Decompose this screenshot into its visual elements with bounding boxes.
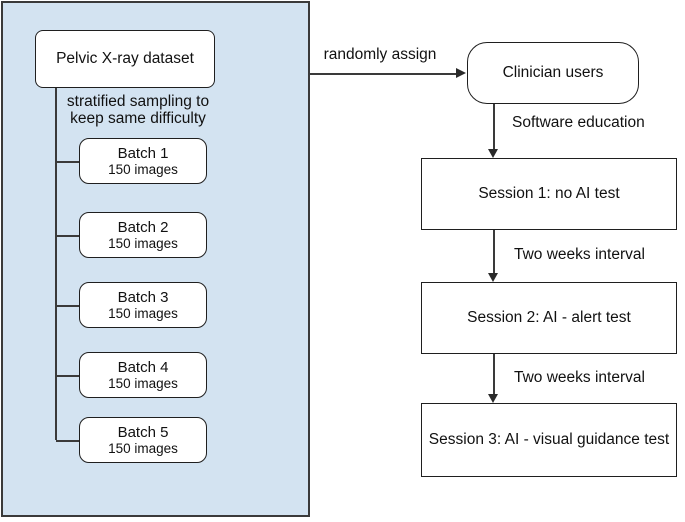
- sampling-note-line2: keep same difficulty: [70, 110, 206, 127]
- tree-stub-line-2: [56, 235, 80, 237]
- tree-stub-line-5: [56, 440, 80, 442]
- session-1-label: Session 1: no AI test: [478, 185, 620, 203]
- flow-arrow-line-2: [493, 230, 495, 274]
- tree-trunk-line: [55, 88, 57, 440]
- flow-arrow-line-1: [493, 104, 495, 150]
- flow-arrowhead-3-icon: [488, 394, 498, 403]
- batch-name: Batch 5: [117, 423, 169, 441]
- batch-box-4: Batch 4 150 images: [79, 352, 207, 398]
- batch-name: Batch 1: [117, 144, 169, 162]
- batch-box-3: Batch 3 150 images: [79, 282, 207, 328]
- batch-box-5: Batch 5 150 images: [79, 417, 207, 463]
- session-3-label: Session 3: AI - visual guidance test: [428, 431, 670, 449]
- batch-count: 150 images: [108, 440, 178, 456]
- session-1-box: Session 1: no AI test: [421, 158, 677, 230]
- batch-count: 150 images: [108, 235, 178, 251]
- flow-arrow-label-1: Software education: [512, 114, 645, 131]
- dataset-box: Pelvic X-ray dataset: [35, 30, 215, 88]
- flow-arrowhead-2-icon: [488, 273, 498, 282]
- dataset-label: Pelvic X-ray dataset: [56, 50, 194, 68]
- sampling-note: stratified sampling to keep same difficu…: [40, 93, 236, 127]
- batch-count: 150 images: [108, 305, 178, 321]
- tree-stub-line-4: [56, 375, 80, 377]
- flow-arrowhead-1-icon: [488, 149, 498, 158]
- sampling-note-line1: stratified sampling to: [66, 93, 210, 110]
- tree-stub-line-3: [56, 305, 80, 307]
- batch-name: Batch 2: [117, 218, 169, 236]
- session-2-box: Session 2: AI - alert test: [421, 282, 677, 354]
- flow-arrow-line-3: [493, 354, 495, 395]
- assign-arrowhead-icon: [456, 68, 466, 78]
- batch-box-1: Batch 1 150 images: [79, 138, 207, 184]
- batch-name: Batch 4: [117, 358, 169, 376]
- flow-arrow-label-3: Two weeks interval: [514, 369, 645, 386]
- session-3-box: Session 3: AI - visual guidance test: [421, 403, 677, 477]
- batch-box-2: Batch 2 150 images: [79, 212, 207, 258]
- batch-count: 150 images: [108, 375, 178, 391]
- batch-name: Batch 3: [117, 288, 169, 306]
- flow-arrow-label-2: Two weeks interval: [514, 246, 645, 263]
- batch-count: 150 images: [108, 161, 178, 177]
- clinician-users-box: Clinician users: [467, 42, 639, 104]
- randomly-assign-label: randomly assign: [323, 46, 437, 63]
- clinician-users-label: Clinician users: [502, 64, 604, 82]
- assign-arrow-line: [310, 73, 456, 75]
- session-2-label: Session 2: AI - alert test: [467, 309, 631, 327]
- tree-stub-line-1: [56, 161, 80, 163]
